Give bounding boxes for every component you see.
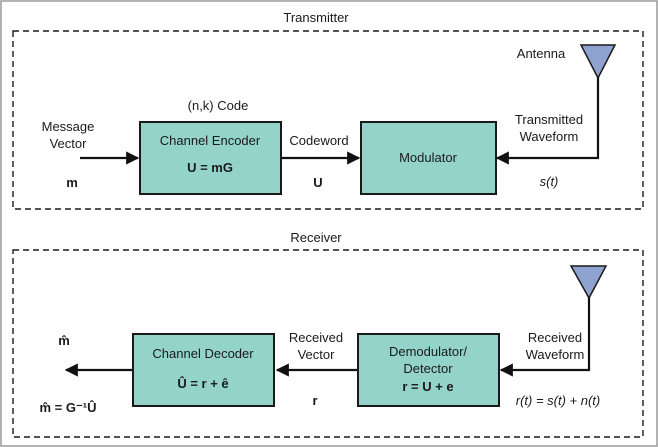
transmitted-waveform-label-line1: Transmitted — [515, 112, 583, 127]
received-vector-label-line2: Vector — [298, 347, 336, 362]
modulator-to-antenna-wire — [495, 76, 600, 165]
transmit-antenna-icon — [579, 44, 617, 80]
received-waveform-label-line1: Received — [528, 330, 582, 345]
receiver-dashed-border — [12, 249, 644, 438]
modulator-title: Modulator — [399, 150, 457, 165]
received-vector-label-line1: Received — [289, 330, 343, 345]
channel-encoder-box — [139, 121, 282, 195]
output-symbol: m̂ — [58, 333, 70, 348]
message-vector-label-line2: Vector — [50, 136, 88, 151]
receiver-title: Receiver — [290, 230, 342, 245]
channel-decoder-equation: Û = r + ê — [177, 376, 228, 391]
channel-encoder-title: Channel Encoder — [160, 133, 261, 148]
received-symbol: r — [312, 393, 317, 408]
codeword-symbol: U — [313, 175, 322, 190]
received-waveform-label-line2: Waveform — [526, 347, 585, 362]
transmitter-dashed-border — [12, 30, 644, 210]
received-signal: r(t) = s(t) + n(t) — [516, 393, 601, 408]
channel-decoder-box — [132, 333, 275, 407]
channel-decoder-title: Channel Decoder — [152, 346, 254, 361]
modulator-box — [360, 121, 497, 195]
antenna-to-demodulator-wire — [499, 297, 591, 377]
code-label: (n,k) Code — [188, 98, 249, 113]
transmitter-title: Transmitter — [283, 10, 349, 25]
antenna-label: Antenna — [517, 46, 566, 61]
demodulator-title-line2: Detector — [403, 361, 453, 376]
demodulator-equation: r = U + e — [402, 379, 453, 394]
output-equation: m̂ = G⁻¹Û — [39, 400, 96, 415]
receive-antenna-icon — [569, 265, 608, 300]
message-symbol: m — [66, 175, 78, 190]
demodulator-title-line1: Demodulator/ — [389, 344, 467, 359]
transmitted-waveform-label-line2: Waveform — [520, 129, 579, 144]
demodulator-box — [357, 333, 500, 407]
transmitted-signal: s(t) — [540, 174, 559, 189]
message-vector-label-line1: Message — [42, 119, 95, 134]
channel-encoder-equation: U = mG — [187, 160, 233, 175]
codeword-label: Codeword — [289, 133, 348, 148]
